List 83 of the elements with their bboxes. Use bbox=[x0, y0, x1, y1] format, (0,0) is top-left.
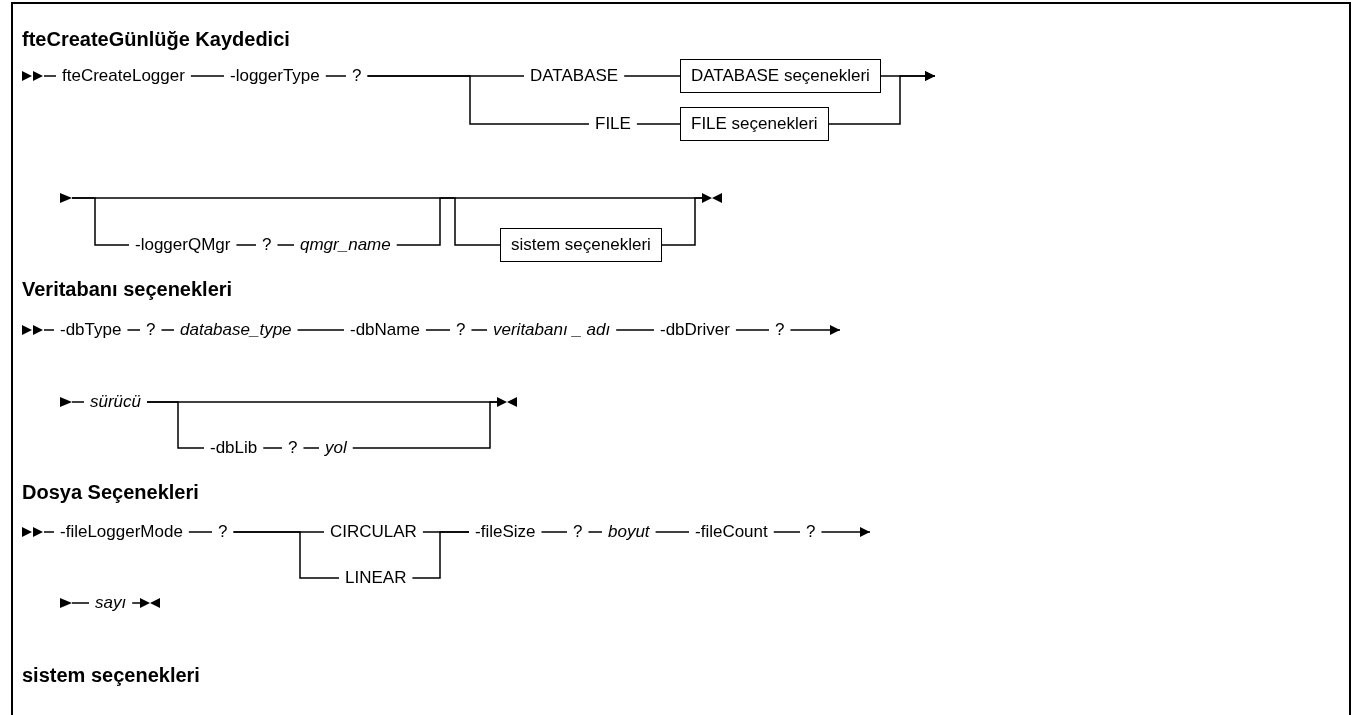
syntax-keyword: -loggerType bbox=[230, 65, 320, 87]
option-box: DATABASE seçenekleri bbox=[680, 59, 881, 93]
syntax-line bbox=[425, 329, 451, 331]
syntax-line bbox=[540, 531, 568, 533]
section-heading: fteCreateGünlüğe Kaydedici bbox=[22, 27, 290, 51]
syntax-line bbox=[71, 401, 85, 403]
end-marker-icon bbox=[497, 397, 517, 407]
syntax-line bbox=[146, 401, 205, 449]
option-box: sistem seçenekleri bbox=[500, 228, 662, 262]
syntax-line bbox=[820, 527, 871, 537]
end-marker-icon bbox=[140, 598, 160, 608]
syntax-line bbox=[325, 75, 347, 77]
syntax-keyword: -dbName bbox=[350, 319, 420, 341]
syntax-line bbox=[735, 329, 770, 331]
syntax-keyword: -dbLib bbox=[210, 437, 258, 459]
variable-text: boyut bbox=[608, 521, 650, 543]
syntax-keyword: -fileLoggerMode bbox=[60, 521, 183, 543]
syntax-line bbox=[615, 329, 655, 331]
syntax-line bbox=[636, 123, 681, 125]
end-marker-icon bbox=[702, 193, 722, 203]
start-marker-icon bbox=[22, 71, 44, 81]
syntax-line bbox=[188, 531, 213, 533]
section-heading: Veritabanı seçenekleri bbox=[22, 277, 233, 301]
variable-text: database_type bbox=[180, 319, 292, 341]
syntax-keyword: -loggerQMgr bbox=[135, 234, 231, 256]
syntax-keyword: DATABASE bbox=[530, 65, 619, 87]
variable-text: qmgr_name bbox=[300, 234, 391, 256]
syntax-keyword: -dbDriver bbox=[660, 319, 730, 341]
syntax-line bbox=[411, 531, 470, 579]
syntax-line bbox=[296, 329, 345, 331]
syntax-keyword: ? bbox=[456, 319, 466, 341]
syntax-keyword: ? bbox=[352, 65, 362, 87]
section-heading: sistem seçenekleri bbox=[22, 663, 200, 687]
syntax-keyword: -fileCount bbox=[695, 521, 768, 543]
variable-text: sürücü bbox=[90, 391, 142, 413]
syntax-line bbox=[366, 75, 590, 125]
syntax-line bbox=[43, 75, 57, 77]
syntax-keyword: fteCreateLogger bbox=[62, 65, 185, 87]
section-heading: Dosya Seçenekleri bbox=[22, 480, 199, 504]
syntax-keyword: ? bbox=[775, 319, 785, 341]
syntax-line bbox=[235, 244, 257, 246]
syntax-keyword: CIRCULAR bbox=[330, 521, 417, 543]
variable-text: veritabanı _ adı bbox=[493, 319, 611, 341]
variable-text: sayı bbox=[95, 592, 127, 614]
syntax-line bbox=[587, 531, 603, 533]
syntax-line bbox=[232, 531, 340, 579]
syntax-line bbox=[789, 325, 841, 335]
syntax-line bbox=[160, 329, 175, 331]
syntax-line bbox=[654, 531, 690, 533]
syntax-line bbox=[395, 197, 501, 246]
syntax-keyword: ? bbox=[573, 521, 583, 543]
variable-text: yol bbox=[325, 437, 347, 459]
syntax-line bbox=[773, 531, 801, 533]
syntax-keyword: ? bbox=[262, 234, 272, 256]
syntax-line bbox=[126, 329, 141, 331]
syntax-keyword: -dbType bbox=[60, 319, 122, 341]
syntax-line bbox=[470, 329, 488, 331]
syntax-line bbox=[827, 71, 936, 125]
syntax-line bbox=[71, 197, 130, 246]
continue-marker-icon bbox=[60, 397, 72, 407]
syntax-keyword: -fileSize bbox=[475, 521, 536, 543]
syntax-keyword: ? bbox=[218, 521, 228, 543]
syntax-line bbox=[43, 531, 55, 533]
syntax-line bbox=[276, 244, 295, 246]
syntax-line bbox=[661, 197, 703, 246]
syntax-line bbox=[352, 401, 498, 449]
syntax-line bbox=[190, 75, 225, 77]
syntax-line bbox=[43, 329, 55, 331]
syntax-line bbox=[262, 447, 283, 449]
syntax-keyword: FILE bbox=[595, 113, 631, 135]
syntax-keyword: ? bbox=[806, 521, 816, 543]
option-box: FILE seçenekleri bbox=[680, 107, 829, 141]
syntax-line bbox=[71, 602, 90, 604]
continue-marker-icon bbox=[60, 193, 72, 203]
syntax-keyword: LINEAR bbox=[345, 567, 407, 589]
syntax-line bbox=[131, 602, 141, 604]
syntax-keyword: ? bbox=[146, 319, 156, 341]
start-marker-icon bbox=[22, 527, 44, 537]
continue-marker-icon bbox=[60, 598, 72, 608]
syntax-line bbox=[302, 447, 320, 449]
syntax-line bbox=[623, 75, 681, 77]
syntax-keyword: ? bbox=[288, 437, 298, 459]
start-marker-icon bbox=[22, 325, 44, 335]
